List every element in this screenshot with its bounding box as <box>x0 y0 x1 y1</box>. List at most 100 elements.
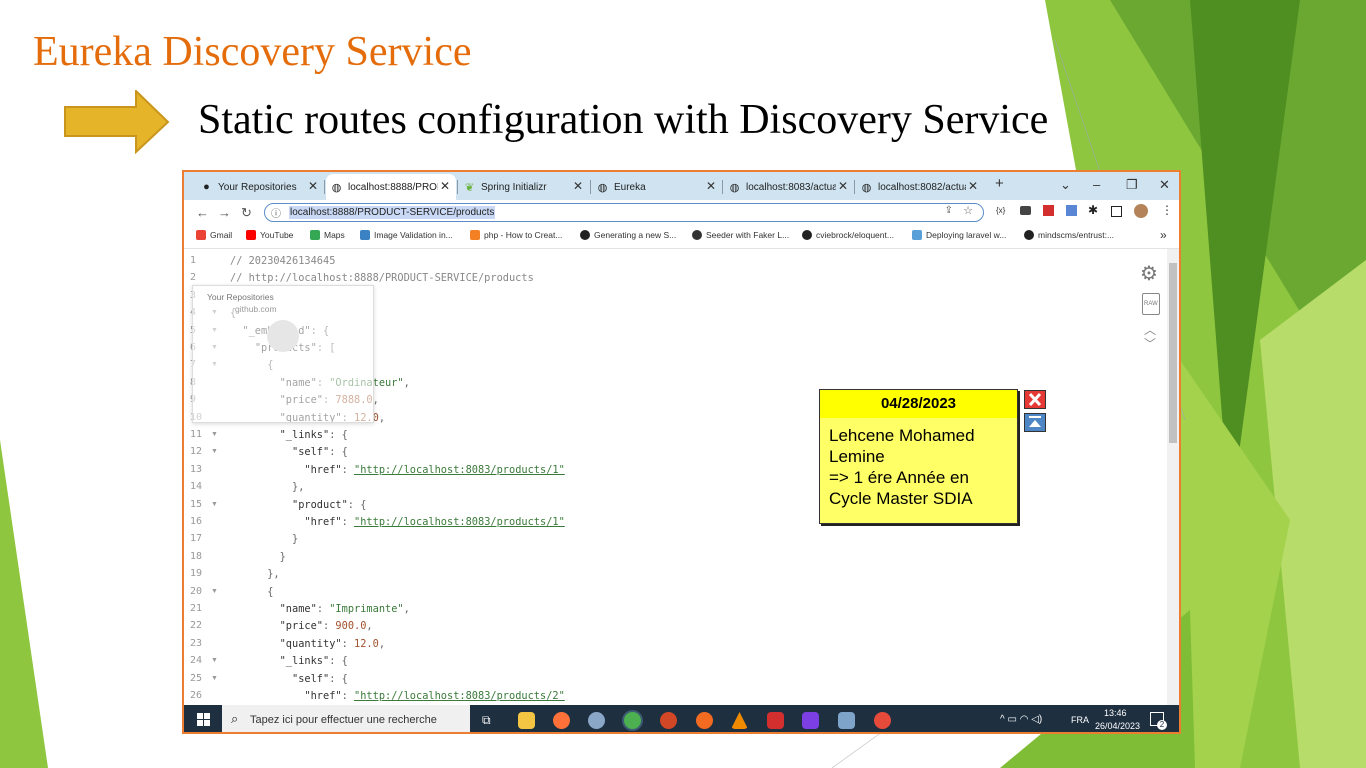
bookmark-9[interactable]: Deploying laravel w... <box>912 230 1006 240</box>
line-number: 18 <box>190 550 203 562</box>
tab-close-icon[interactable]: ✕ <box>307 179 318 193</box>
postman-icon[interactable] <box>696 712 713 729</box>
fold-toggle-icon[interactable]: ▼ <box>211 500 218 508</box>
fold-toggle-icon[interactable]: ▼ <box>211 674 218 682</box>
tab-2[interactable]: ◍localhost:8888/PROD✕ <box>326 174 456 200</box>
note-line-1: Lehcene Mohamed <box>829 426 975 445</box>
extensions-puzzle-icon[interactable]: ✱ <box>1088 203 1099 217</box>
json-viewer: 1234▼5▼6▼7▼891011▼12▼131415▼1617181920▼2… <box>184 249 1167 707</box>
restore-button[interactable]: ❐ <box>1126 177 1138 192</box>
avatar[interactable] <box>1134 204 1148 218</box>
json-line: } <box>279 550 286 563</box>
bookmark-label: mindscms/entrust:... <box>1038 230 1115 240</box>
settings-gear-icon[interactable]: ⚙ <box>1140 263 1158 285</box>
tab-close-icon[interactable]: ✕ <box>439 179 450 193</box>
fold-toggle-icon[interactable]: ▼ <box>211 587 218 595</box>
line-number: 14 <box>190 481 203 493</box>
tab-search-icon[interactable]: ⌄ <box>1060 177 1071 192</box>
tab-close-icon[interactable]: ✕ <box>705 179 716 193</box>
powerpoint-icon[interactable] <box>660 712 677 729</box>
line-number: 17 <box>190 533 203 545</box>
fold-toggle-icon[interactable]: ▼ <box>211 431 218 438</box>
forward-icon[interactable]: → <box>218 205 231 220</box>
extension-media-icon[interactable] <box>1020 206 1031 215</box>
scroll-up-chevron-icon[interactable]: ︿ <box>1144 323 1157 337</box>
browser-screenshot: ●Your Repositories✕◍localhost:8888/PROD✕… <box>182 170 1181 734</box>
gmail-icon <box>196 230 206 240</box>
clock-time[interactable]: 13:46 <box>1104 708 1127 718</box>
bookmark-4[interactable]: Image Validation in... <box>360 230 453 240</box>
extension-json-icon[interactable]: {x} <box>996 206 1006 215</box>
url-text[interactable]: localhost:8888/PRODUCT-SERVICE/products <box>289 206 496 219</box>
bookmark-label: Image Validation in... <box>374 230 453 240</box>
vertical-scrollbar[interactable] <box>1167 249 1179 707</box>
tab-1[interactable]: ●Your Repositories✕ <box>196 174 324 200</box>
globe-icon: ◍ <box>331 181 342 194</box>
star-icon[interactable]: ☆ <box>963 205 973 217</box>
scroll-down-chevron-icon[interactable]: ﹀ <box>1144 337 1157 351</box>
bookmark-2[interactable]: YouTube <box>246 230 293 240</box>
window-close-button[interactable]: ✕ <box>1159 177 1170 192</box>
fold-toggle-icon[interactable]: ▼ <box>211 448 218 456</box>
clock-date[interactable]: 26/04/2023 <box>1095 721 1141 731</box>
menu-kebab-icon[interactable]: ⋮ <box>1161 203 1173 217</box>
taskbar-search-box[interactable]: ⌕ Tapez ici pour effectuer une recherche <box>222 705 470 732</box>
bookmark-3[interactable]: Maps <box>310 230 345 240</box>
note-date: 04/28/2023 <box>820 390 1017 418</box>
scrollbar-thumb[interactable] <box>1169 263 1177 443</box>
minimize-button[interactable]: – <box>1093 177 1101 192</box>
bookmark-7[interactable]: Seeder with Faker L... <box>692 230 789 240</box>
back-icon[interactable]: ← <box>196 205 209 220</box>
language-indicator[interactable]: FRA <box>1071 715 1089 725</box>
maps-icon <box>310 230 320 240</box>
chrome-icon[interactable] <box>624 712 641 729</box>
fold-toggle-icon[interactable]: ▼ <box>211 657 218 665</box>
note-collapse-button[interactable] <box>1024 413 1046 432</box>
reload-icon[interactable]: ↻ <box>241 205 252 220</box>
omnibox[interactable]: ⓘ localhost:8888/PRODUCT-SERVICE/product… <box>264 203 984 222</box>
acrobat-icon[interactable] <box>767 712 784 729</box>
note-close-button[interactable] <box>1024 390 1046 409</box>
info-icon[interactable]: ⓘ <box>271 209 281 220</box>
line-number: 22 <box>190 620 203 632</box>
tab-label: Spring Initializr <box>481 181 547 193</box>
hover-card-subtitle: github.com <box>235 304 277 314</box>
app-icon-2[interactable] <box>838 712 855 729</box>
tab-3[interactable]: ❦Spring Initializr✕ <box>459 174 589 200</box>
tab-5[interactable]: ◍localhost:8083/actuat✕ <box>724 174 854 200</box>
share-icon[interactable]: ⇪ <box>944 205 953 216</box>
extension-pdf-icon[interactable] <box>1043 205 1054 216</box>
windows-start-icon[interactable] <box>197 713 210 726</box>
raw-label: RAW <box>1144 301 1158 307</box>
file-explorer-icon[interactable] <box>518 712 535 729</box>
json-line: }, <box>292 481 305 494</box>
bookmark-10[interactable]: mindscms/entrust:... <box>1024 230 1114 240</box>
bookmark-6[interactable]: Generating a new S... <box>580 230 676 240</box>
raw-toggle-button[interactable]: RAW <box>1142 293 1160 315</box>
bookmark-label: Generating a new S... <box>594 230 677 240</box>
tab-close-icon[interactable]: ✕ <box>572 179 583 193</box>
bookmarks-overflow-icon[interactable]: » <box>1160 228 1167 242</box>
tab-close-icon[interactable]: ✕ <box>967 179 978 193</box>
tab-separator <box>590 180 591 194</box>
tray-icons[interactable]: ^ ▭ ◠ ◁) <box>1000 714 1043 725</box>
new-tab-button[interactable]: + <box>995 175 1004 192</box>
extension-translate-icon[interactable] <box>1066 205 1077 216</box>
side-panel-icon[interactable] <box>1111 206 1122 217</box>
chrome-canary-icon[interactable] <box>874 712 891 729</box>
tab-6[interactable]: ◍localhost:8082/actuat✕ <box>856 174 984 200</box>
json-line: } <box>292 533 299 546</box>
line-number: 13 <box>190 463 203 475</box>
intellij-icon[interactable] <box>802 712 819 729</box>
firefox-icon[interactable] <box>553 712 570 729</box>
tab-4[interactable]: ◍Eureka✕ <box>592 174 722 200</box>
bookmark-5[interactable]: php - How to Creat... <box>470 230 562 240</box>
bookmark-8[interactable]: cviebrock/eloquent... <box>802 230 894 240</box>
stackoverflow-icon <box>470 230 480 240</box>
tab-close-icon[interactable]: ✕ <box>837 179 848 193</box>
app-icon[interactable] <box>588 712 605 729</box>
task-view-icon[interactable]: ⧉ <box>482 713 491 727</box>
note-line-3: => 1 ére Année en <box>829 468 969 487</box>
vlc-icon[interactable] <box>731 712 748 729</box>
bookmark-1[interactable]: Gmail <box>196 230 232 240</box>
